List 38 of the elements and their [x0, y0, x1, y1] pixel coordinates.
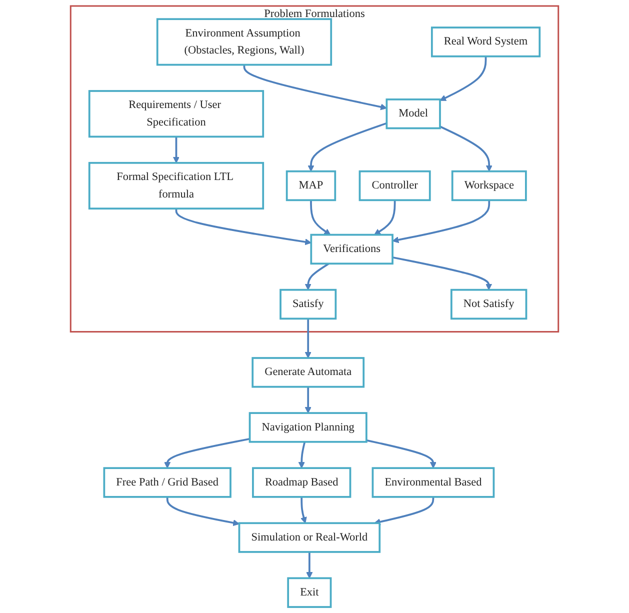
arrow: [366, 439, 436, 468]
arrow: [164, 438, 250, 468]
arrow: [392, 200, 490, 244]
arrow: [374, 200, 396, 236]
node-box: Formal Specification LTL formula: [88, 162, 264, 210]
node-box: Controller: [358, 170, 431, 202]
arrow: [304, 386, 312, 414]
arrow: [175, 208, 312, 246]
arrow: [392, 256, 492, 290]
arrow: [304, 262, 330, 290]
node-box: Workspace: [451, 170, 527, 202]
arrow: [243, 64, 387, 110]
node-box: Generate Automata: [252, 357, 365, 388]
arrow: [304, 318, 312, 358]
arrow: [172, 136, 180, 164]
node-box: Simulation or Real-World: [238, 522, 381, 553]
node-box: Satisfy: [280, 288, 337, 320]
arrow: [306, 552, 313, 578]
arrow: [300, 496, 307, 524]
node-box: Roadmap Based: [252, 467, 352, 498]
node-box: Requirements / User Specification: [88, 90, 264, 138]
arrow: [374, 496, 434, 526]
arrow: [308, 122, 387, 172]
node-box: Not Satisfy: [450, 288, 528, 320]
node-box: Real Word System: [430, 26, 541, 58]
arrow: [298, 442, 306, 468]
node-box: MAP: [286, 170, 336, 202]
node-box: Environment Assumption (Obstacles, Regions, Wall): [156, 18, 332, 66]
node-box: Exit: [287, 577, 332, 608]
arrow: [310, 200, 331, 236]
arrow: [166, 496, 240, 526]
node-box: Environmental Based: [372, 467, 495, 498]
node-box: Model: [386, 98, 441, 130]
node-box: Free Path / Grid Based: [103, 467, 232, 498]
arrow: [440, 126, 492, 172]
node-box: Navigation Planning: [248, 412, 368, 443]
node-box: Verifications: [310, 234, 394, 265]
arrow: [440, 56, 487, 101]
